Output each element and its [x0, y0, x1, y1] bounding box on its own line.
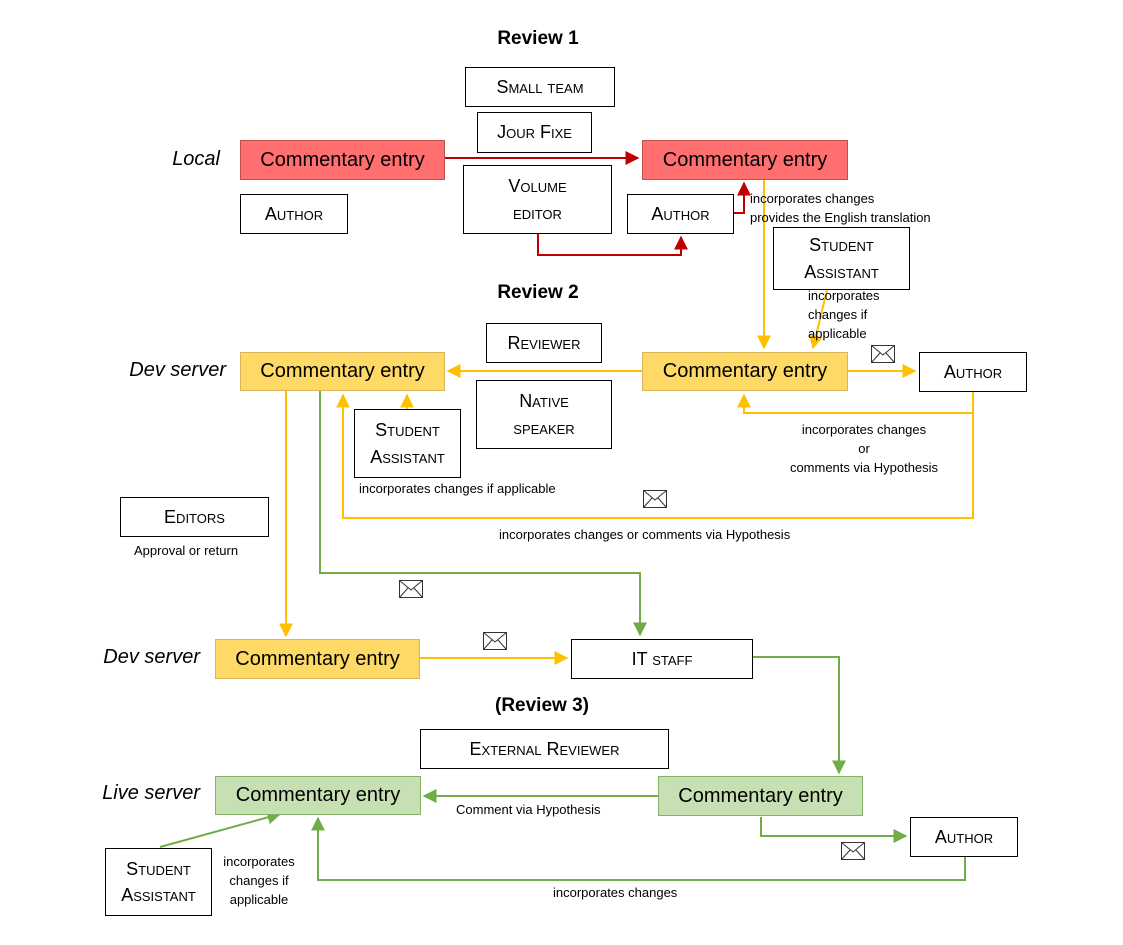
note-editors-approval: Approval or return	[134, 543, 239, 558]
note-sa-bottom-line3: applicable	[229, 891, 289, 907]
note-author-r2-line2: or	[858, 440, 870, 456]
envelope-icon	[483, 632, 507, 650]
role-student-assistant-top: Student Assistant	[773, 227, 910, 290]
role-student-assistant-top-line2: Assistant	[804, 261, 879, 282]
role-reviewer: Reviewer	[486, 323, 602, 363]
commentary-entry-live-final[interactable]: Commentary entry	[215, 776, 421, 815]
role-volume-editor: Volume editor	[463, 165, 612, 234]
role-volume-editor-line1: Volume	[508, 176, 567, 197]
envelope-icon	[399, 580, 423, 598]
note-author-review2: incorporates changes or comments via Hyp…	[774, 421, 954, 478]
note-author-r2-line3: comments via Hypothesis	[789, 459, 939, 475]
role-student-assistant-bottom-line1: Student	[126, 858, 191, 879]
role-student-assistant-bottom: Student Assistant	[105, 848, 212, 916]
arrow-author-loop-to-left	[336, 392, 974, 519]
role-student-assistant-mid-line1: Student	[375, 420, 440, 441]
note-student-assistant-mid: incorporates changes if applicable	[359, 481, 556, 496]
commentary-entry-dev-reviewed[interactable]: Commentary entry	[240, 352, 445, 391]
note-comment-via-hypothesis: Comment via Hypothesis	[456, 802, 601, 817]
envelope-icon	[841, 842, 865, 860]
arrow-author-to-entry	[734, 181, 751, 214]
role-student-assistant-mid-line2: Assistant	[370, 446, 445, 467]
role-author-review2: Author	[919, 352, 1027, 392]
role-native-speaker-line2: speaker	[513, 417, 575, 438]
commentary-entry-dev-translated[interactable]: Commentary entry	[642, 352, 848, 391]
arrow-student-to-entry	[809, 289, 828, 350]
arrow-author-to-live-left	[311, 816, 966, 881]
note-student-assistant-top: incorporates changes if applicable	[808, 287, 880, 344]
note-incorporates-changes-r1: incorporates changes	[750, 191, 875, 206]
commentary-entry-live-published[interactable]: Commentary entry	[658, 776, 863, 816]
note-sa-bottom-line1: incorporates	[223, 854, 295, 869]
role-author-review1: Author	[627, 194, 734, 234]
role-native-speaker-line1: Native	[519, 391, 569, 412]
role-volume-editor-line2: editor	[513, 202, 562, 223]
role-native-speaker: Native speaker	[476, 380, 612, 449]
role-student-assistant-bottom-line2: Assistant	[121, 885, 196, 905]
note-sa-top-line3: applicable	[808, 325, 867, 341]
commentary-entry-local-draft[interactable]: Commentary entry	[240, 140, 445, 180]
role-editors: Editors	[120, 497, 269, 537]
commentary-entry-dev-approved[interactable]: Commentary entry	[215, 639, 420, 679]
role-small-team: Small team	[465, 67, 615, 107]
arrow-student-bottom-to-live	[159, 810, 282, 848]
arrow-volume-editor-to-author	[537, 234, 688, 256]
row-label-dev-server-2: Dev server	[103, 646, 200, 668]
row-label-local: Local	[172, 148, 220, 170]
row-label-live-server: Live server	[102, 782, 200, 804]
role-it-staff: IT staff	[571, 639, 753, 679]
arrow-it-to-live	[753, 656, 846, 775]
commentary-entry-local-revised[interactable]: Commentary entry	[642, 140, 848, 180]
note-sa-bottom-line2: changes if	[229, 872, 289, 888]
heading-review-3: (Review 3)	[495, 695, 589, 716]
heading-review-1: Review 1	[497, 28, 579, 49]
heading-review-2: Review 2	[497, 282, 579, 303]
role-student-assistant-mid: Student Assistant	[354, 409, 461, 478]
envelope-icon	[643, 490, 667, 508]
note-student-assistant-bottom: incorporates changes if applicable	[214, 853, 304, 910]
role-student-assistant-top-line1: Student	[809, 235, 874, 256]
arrow-r2-to-it	[319, 391, 647, 637]
arrow-author-back-to-r2	[737, 392, 974, 414]
role-external-reviewer: External Reviewer	[420, 729, 669, 769]
note-r2-loop: incorporates changes or comments via Hyp…	[499, 527, 791, 542]
role-author-local: Author	[240, 194, 348, 234]
row-label-dev-server: Dev server	[129, 359, 226, 381]
role-jour-fixe: Jour Fixe	[477, 112, 592, 153]
note-author-r2-line1: incorporates changes	[801, 422, 927, 437]
note-sa-top-line1: incorporates	[808, 288, 880, 303]
note-english-translation: provides the English translation	[750, 210, 931, 225]
note-sa-top-line2: changes if	[808, 306, 868, 322]
arrow-live-to-author	[760, 817, 908, 843]
note-bottom-loop: incorporates changes	[553, 885, 678, 900]
envelope-icon	[871, 345, 895, 363]
role-author-live: Author	[910, 817, 1018, 857]
